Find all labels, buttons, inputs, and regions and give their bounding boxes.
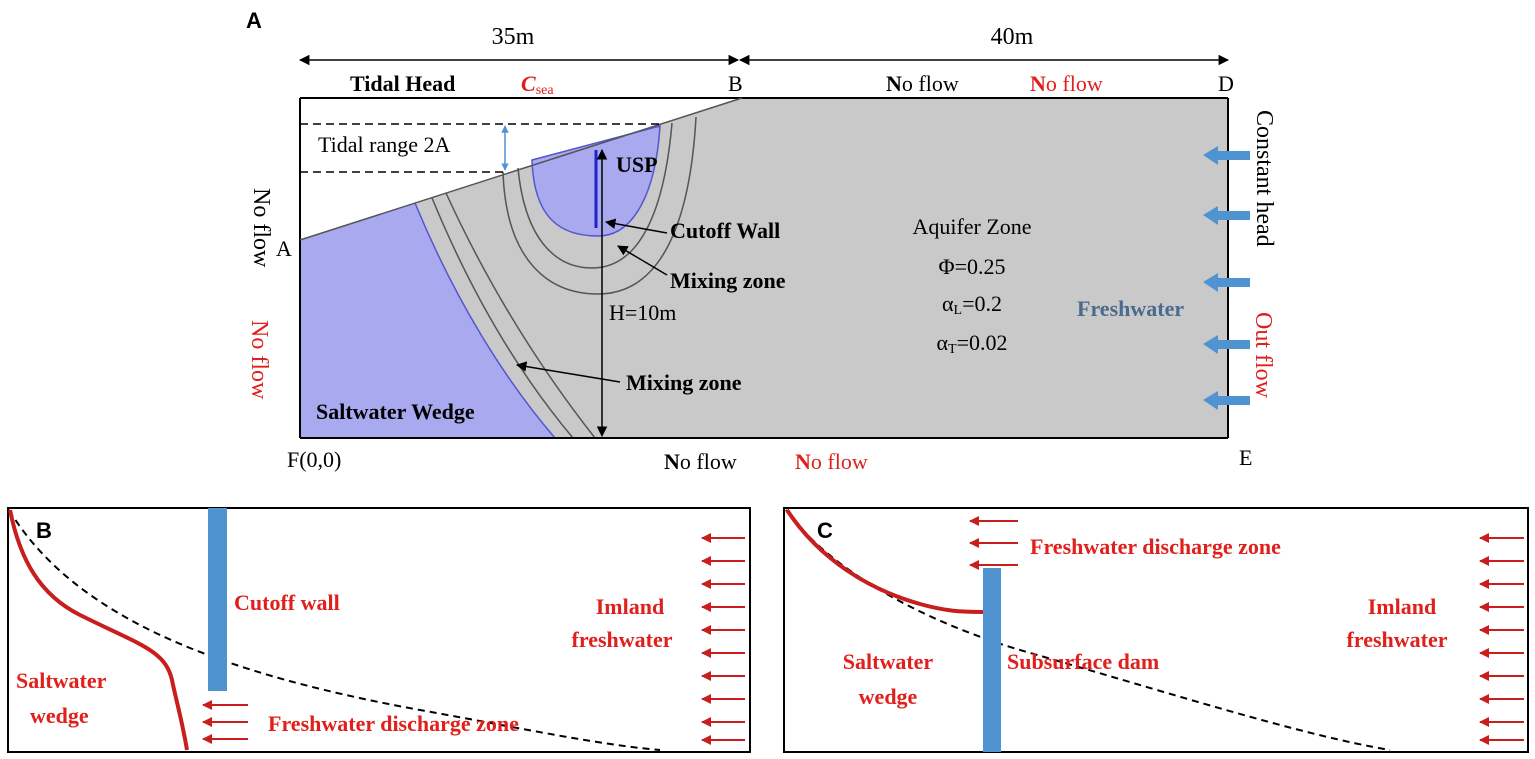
blue-arrow-icon [1203,335,1250,354]
blue-arrow-icon [1203,146,1250,165]
saltwater-wedge-label: Saltwater Wedge [316,399,475,424]
corner-e-label: E [1239,445,1252,470]
panel-c-subsurface-dam [983,568,1001,752]
aquifer-zone-region [300,98,1228,438]
top-no-flow-black: No flow [886,71,959,96]
mixing-zone-pointer-lower [515,361,621,383]
blue-arrow-icon [1203,391,1250,410]
panel-b-label: B [36,518,52,543]
panel-b-inland-arrows [701,533,745,745]
right-out-flow: Out flow [1250,312,1276,399]
panel-c-saltwater-interface [785,508,984,614]
panel-a-label: A [246,8,262,33]
bottom-no-flow-red: No flow [795,449,868,474]
panel-c-discharge-arrows [969,516,1018,570]
tidal-range-label: Tidal range 2A [318,132,451,157]
corner-a-label: A [276,236,292,261]
blue-arrow-icon [1203,206,1250,225]
left-no-flow-black: No flow [248,188,274,268]
panel-b-frame [7,507,751,753]
dimension-label-40m: 40m [991,24,1034,50]
mixing-zone-label-lower: Mixing zone [626,370,742,395]
param-alpha-t: αT=0.02 [936,330,1007,357]
panel-b-inland-line1: Imland [596,594,664,619]
freshwater-label: Freshwater [1077,296,1184,321]
mixing-zone-label-upper: Mixing zone [670,268,786,293]
aquifer-zone-title: Aquifer Zone [912,214,1031,239]
mixing-zone-pointer-upper [617,245,668,276]
panel-c-inland-line2: freshwater [1347,627,1448,652]
corner-d-label: D [1218,71,1234,96]
usp-label: USP [616,152,658,177]
right-constant-head: Constant head [1251,110,1277,247]
cutoff-wall-pointer [604,218,668,234]
panel-b-saltwater-interface [8,509,189,751]
panel-c-inland-arrows [1479,533,1524,745]
corner-f-label: F(0,0) [287,447,341,472]
panel-c-inland-line1: Imland [1368,594,1436,619]
mixing-zone-curve-1 [431,197,574,439]
c-sea-label: Csea [521,71,554,98]
mixing-zone-curve-2 [445,192,596,439]
corner-b-label: B [728,71,743,96]
panel-b-salt-line1: Saltwater [16,668,107,693]
panel-b-water-table-curve [8,509,661,751]
panel-b-discharge-arrows [202,700,248,744]
panel-c-frame [783,507,1529,753]
panel-c: C Freshwater discharge zone Imland fresh… [783,507,1529,753]
saltwater-interface-line [414,202,556,439]
left-no-flow-red: No flow [246,320,272,400]
tidal-head-label: Tidal Head [350,71,455,96]
blue-arrow-icon [1203,273,1250,292]
panel-b-inland-line2: freshwater [572,627,673,652]
depth-label: H=10m [609,300,676,325]
panel-c-dam-label: Subsurface dam [1007,649,1159,674]
param-alpha-l: αL=0.2 [942,291,1002,318]
panel-c-discharge-label: Freshwater discharge zone [1030,534,1281,559]
panel-c-salt-line2: wedge [859,684,918,709]
freshwater-inflow-arrows [1203,146,1250,410]
panel-b-cutoff-label: Cutoff wall [234,590,340,615]
dimension-label-35m: 35m [492,24,535,50]
saltwater-wedge-region [300,203,555,438]
panel-b: B Cutoff wall Imland freshwater Saltwate… [7,507,751,753]
sea-bed-slope-line [299,97,743,241]
panel-c-salt-line1: Saltwater [843,649,934,674]
cutoff-wall-label: Cutoff Wall [670,218,780,243]
top-no-flow-red: No flow [1030,71,1103,96]
panel-b-salt-line2: wedge [30,703,89,728]
mixing-zone-curve-3 [517,122,673,269]
panel-b-discharge-label: Freshwater discharge zone [268,711,519,736]
panel-a: A 35m 40m Tidal range 2A Tidal Head Csea [246,8,1277,474]
panel-c-label: C [817,518,833,543]
bottom-no-flow-black: No flow [664,449,737,474]
param-porosity: Φ=0.25 [939,254,1006,279]
panel-c-water-table-curve [785,509,1391,751]
panel-b-cutoff-wall [208,508,227,691]
